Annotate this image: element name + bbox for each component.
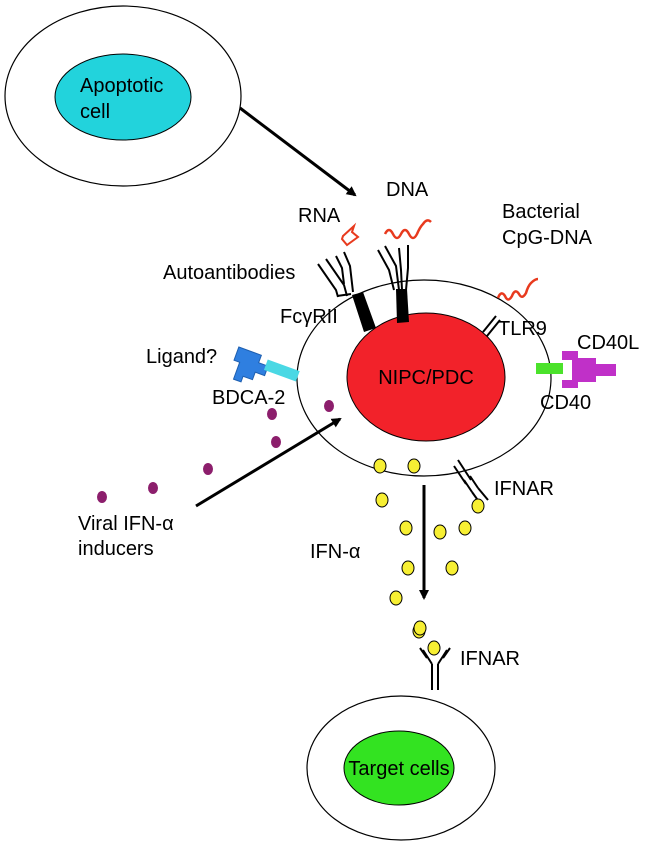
cd40-cd40l [536, 351, 616, 388]
ifnar-pdc-receptor [453, 459, 489, 507]
pdc-cell: NIPC/PDC [296, 279, 552, 477]
viral-inducers-label-line1: Viral IFN-α [78, 513, 174, 535]
ifnar-target-receptor [419, 647, 451, 690]
apoptotic-nucleus [54, 53, 192, 141]
rna-strand [340, 222, 360, 247]
viral-inducers-label-line2: inducers [78, 538, 154, 560]
bdca2-ligand [232, 346, 300, 383]
ifn-alpha-molecule [471, 498, 485, 514]
ifn-alpha-molecules [373, 458, 485, 656]
ifnar-target-label: IFNAR [460, 648, 520, 670]
apoptotic-arrow [239, 106, 357, 197]
apoptotic-cell-label-line2: cell [80, 101, 110, 123]
ifn-alpha-molecule [375, 492, 389, 508]
fcgrii-receptors [352, 289, 409, 332]
dna-strand [383, 219, 432, 240]
ifn-alpha-label: IFN-α [310, 541, 360, 563]
tlr9-receptor [482, 315, 501, 337]
pdc-label: NIPC/PDC [378, 367, 474, 389]
ifn-alpha-molecule [427, 640, 441, 656]
apoptotic-cell-label-line1: Apoptotic [80, 75, 163, 97]
target-nucleus [343, 730, 455, 806]
viral-inducer-particles [97, 400, 334, 503]
ifn-alpha-molecule [373, 458, 387, 474]
cpg-dna-strand [496, 277, 539, 301]
bacterial-label: Bacterial [502, 201, 580, 223]
cd40l-shape [562, 351, 616, 388]
rna-label: RNA [298, 205, 341, 227]
cd40-label: CD40 [540, 392, 591, 414]
cpg-dna-label: CpG-DNA [502, 227, 593, 249]
antibody-rna [317, 251, 354, 298]
apoptotic-cell: Apoptotic cell [4, 5, 242, 187]
cd40l-label: CD40L [577, 332, 639, 354]
ifn-alpha-molecule [399, 520, 413, 536]
ifn-alpha-molecule [433, 524, 447, 540]
viral-inducer-arrow [195, 417, 342, 508]
dna-label: DNA [386, 179, 429, 201]
ligand-label: Ligand? [146, 346, 217, 368]
viral-particle [148, 482, 158, 494]
viral-particle [267, 408, 277, 420]
bdca2-receptor [263, 359, 300, 382]
bdca2-label: BDCA-2 [212, 387, 285, 409]
cd40-receptor [536, 363, 563, 374]
target-label: Target cells [348, 758, 449, 780]
viral-particle [271, 436, 281, 448]
ifn-alpha-molecule [458, 520, 472, 536]
autoantibodies-label: Autoantibodies [163, 262, 295, 284]
ifnar-pdc-label: IFNAR [494, 478, 554, 500]
ifn-alpha-molecule [401, 560, 415, 576]
ifn-alpha-molecule [445, 560, 459, 576]
ifn-alpha-molecule [407, 458, 421, 474]
pdc-nucleus [346, 312, 506, 442]
viral-particle [203, 463, 213, 475]
target-cell: Target cells [306, 695, 496, 841]
ifn-alpha-molecule [389, 590, 403, 606]
tlr9-label: TLR9 [498, 318, 547, 340]
fcgrii-label: FcγRII [280, 306, 338, 328]
antibody-dna [377, 245, 409, 291]
ifn-alpha-molecule [413, 620, 427, 636]
ligand-shape [232, 346, 269, 383]
viral-particle [97, 491, 107, 503]
viral-particle [324, 400, 334, 412]
